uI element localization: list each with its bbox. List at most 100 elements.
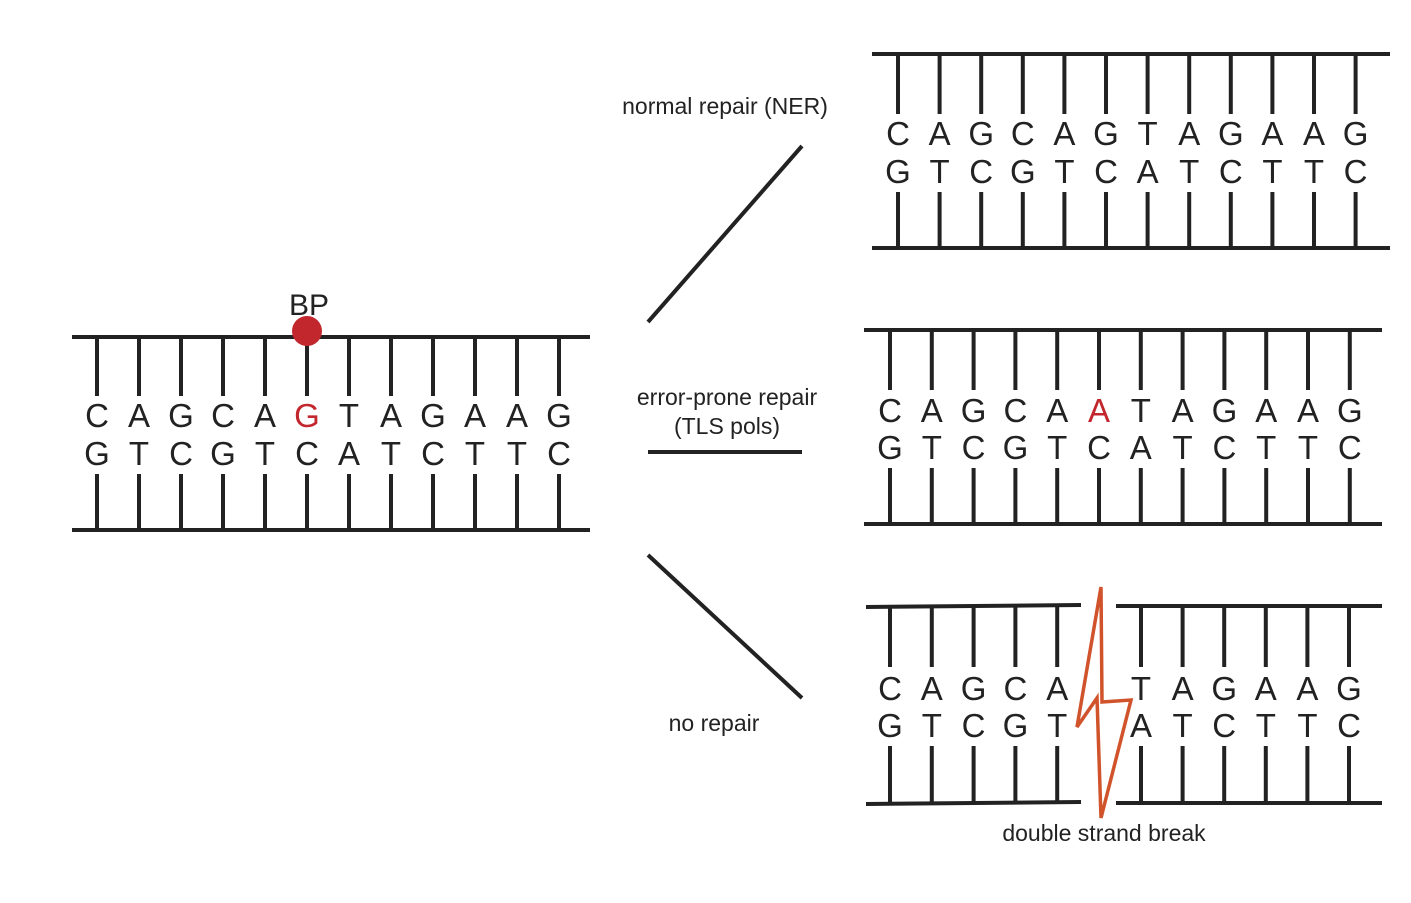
original-top-base: A — [506, 397, 528, 434]
original-top-base: G — [168, 397, 194, 434]
original-bottom-base: C — [421, 435, 445, 472]
no-repair-right-top-base: T — [1131, 670, 1151, 707]
no-repair-right-top-base: A — [1172, 670, 1194, 707]
error-prone-repair-bottom-base: T — [1256, 429, 1276, 466]
no-repair-right-bottom-base: T — [1173, 707, 1193, 744]
error-prone-repair-bottom-base: G — [877, 429, 903, 466]
no-repair-left-top-backbone — [865, 603, 1082, 609]
normal-repair-top-base: A — [1178, 115, 1200, 152]
original-bottom-base: C — [547, 435, 571, 472]
error-prone-repair-top-base: C — [878, 392, 902, 429]
no-repair-left-bottom-base: G — [1003, 707, 1029, 744]
error-prone-repair-top-base: A — [1255, 392, 1277, 429]
original-bottom-base: A — [338, 435, 360, 472]
no-repair-right-bottom-base: T — [1297, 707, 1317, 744]
original-top-base: A — [128, 397, 150, 434]
bp-adduct-marker — [292, 316, 322, 346]
normal-repair-top-base: A — [929, 115, 951, 152]
no-repair-right-top-base: A — [1296, 670, 1318, 707]
pathway-arrows — [646, 144, 804, 700]
no-repair-right-bottom-base: C — [1212, 707, 1236, 744]
label-normal-repair: normal repair (NER) — [622, 93, 828, 119]
no-repair-right-top-base: G — [1211, 670, 1237, 707]
normal-repair-top-base: A — [1261, 115, 1283, 152]
normal-repair-top-base: C — [886, 115, 910, 152]
original-top-base: A — [380, 397, 402, 434]
no-repair-right-top-base: A — [1255, 670, 1277, 707]
label-no-repair: no repair — [669, 710, 760, 736]
label-error-prone-repair-line2: (TLS pols) — [674, 413, 780, 439]
original-bottom-base: G — [210, 435, 236, 472]
normal-repair-top-base: A — [1053, 115, 1075, 152]
normal-repair-bottom-base: T — [1179, 153, 1199, 190]
no-repair-right-bottom-base: T — [1256, 707, 1276, 744]
no-repair-right-top-base: G — [1336, 670, 1362, 707]
no-repair-right-bottom-base: C — [1337, 707, 1361, 744]
result-dna-strands: CGATGCCGATGCTAATGCATATGCCGATGCCGATACTAAT… — [864, 52, 1390, 846]
original-top-base: G — [546, 397, 572, 434]
error-prone-repair-top-base: G — [1337, 392, 1363, 429]
error-prone-repair-top-base: G — [961, 392, 987, 429]
normal-repair-bottom-base: T — [1054, 153, 1074, 190]
no-repair-left-bottom-base: T — [922, 707, 942, 744]
pathway-labels: normal repair (NER) error-prone repair (… — [622, 93, 828, 736]
normal-repair-top-base: C — [1011, 115, 1035, 152]
original-top-base: G — [294, 397, 320, 434]
normal-repair-bottom-base: C — [1094, 153, 1118, 190]
original-bottom-base: T — [255, 435, 275, 472]
arrow-to-normal-repair — [646, 144, 804, 324]
error-prone-repair-top-base: A — [1172, 392, 1194, 429]
error-prone-repair-top-base: T — [1131, 392, 1151, 429]
original-bottom-base: C — [295, 435, 319, 472]
error-prone-repair-bottom-base: C — [962, 429, 986, 466]
error-prone-repair-top-base: A — [921, 392, 943, 429]
original-bottom-base: T — [507, 435, 527, 472]
error-prone-repair-top-base: A — [1046, 392, 1068, 429]
no-repair-left-top-base: A — [921, 670, 943, 707]
no-repair-left-bottom-base: C — [962, 707, 986, 744]
error-prone-repair-bottom-base: C — [1087, 429, 1111, 466]
label-error-prone-repair-line1: error-prone repair — [637, 384, 818, 410]
normal-repair-top-base: G — [1093, 115, 1119, 152]
original-bottom-base: T — [465, 435, 485, 472]
original-top-base: C — [211, 397, 235, 434]
normal-repair-top-base: T — [1138, 115, 1158, 152]
original-bottom-base: T — [381, 435, 401, 472]
original-top-base: A — [254, 397, 276, 434]
original-top-base: C — [85, 397, 109, 434]
normal-repair-bottom-base: A — [1137, 153, 1159, 190]
error-prone-repair-bottom-base: T — [922, 429, 942, 466]
normal-repair-top-base: G — [1343, 115, 1369, 152]
error-prone-repair-bottom-base: T — [1047, 429, 1067, 466]
normal-repair-bottom-base: G — [1010, 153, 1036, 190]
no-repair-left-bottom-base: T — [1047, 707, 1067, 744]
normal-repair-bottom-base: G — [885, 153, 911, 190]
normal-repair-top-base: A — [1303, 115, 1325, 152]
error-prone-repair-top-base: A — [1297, 392, 1319, 429]
error-prone-repair-bottom-base: C — [1212, 429, 1236, 466]
normal-repair-bottom-base: T — [1262, 153, 1282, 190]
no-repair-left-top-base: C — [878, 670, 902, 707]
error-prone-repair-bottom-base: A — [1130, 429, 1152, 466]
normal-repair-bottom-base: C — [1219, 153, 1243, 190]
arrow-to-no-repair — [646, 553, 804, 700]
error-prone-repair-top-base: C — [1003, 392, 1027, 429]
error-prone-repair-bottom-base: T — [1298, 429, 1318, 466]
error-prone-repair-bottom-base: C — [1338, 429, 1362, 466]
normal-repair-top-base: G — [1218, 115, 1244, 152]
normal-repair-top-base: G — [968, 115, 994, 152]
no-repair-left-top-base: C — [1003, 670, 1027, 707]
no-repair-left-bottom-base: G — [877, 707, 903, 744]
double-strand-break-bolt-icon — [1075, 586, 1134, 819]
error-prone-repair-top-base: G — [1212, 392, 1238, 429]
no-repair-left-top-base: G — [961, 670, 987, 707]
error-prone-repair-bottom-base: T — [1173, 429, 1193, 466]
original-bottom-base: C — [169, 435, 193, 472]
double-strand-break-label: double strand break — [1002, 820, 1206, 846]
no-repair-right-bottom-base: A — [1130, 707, 1152, 744]
original-bottom-base: G — [84, 435, 110, 472]
